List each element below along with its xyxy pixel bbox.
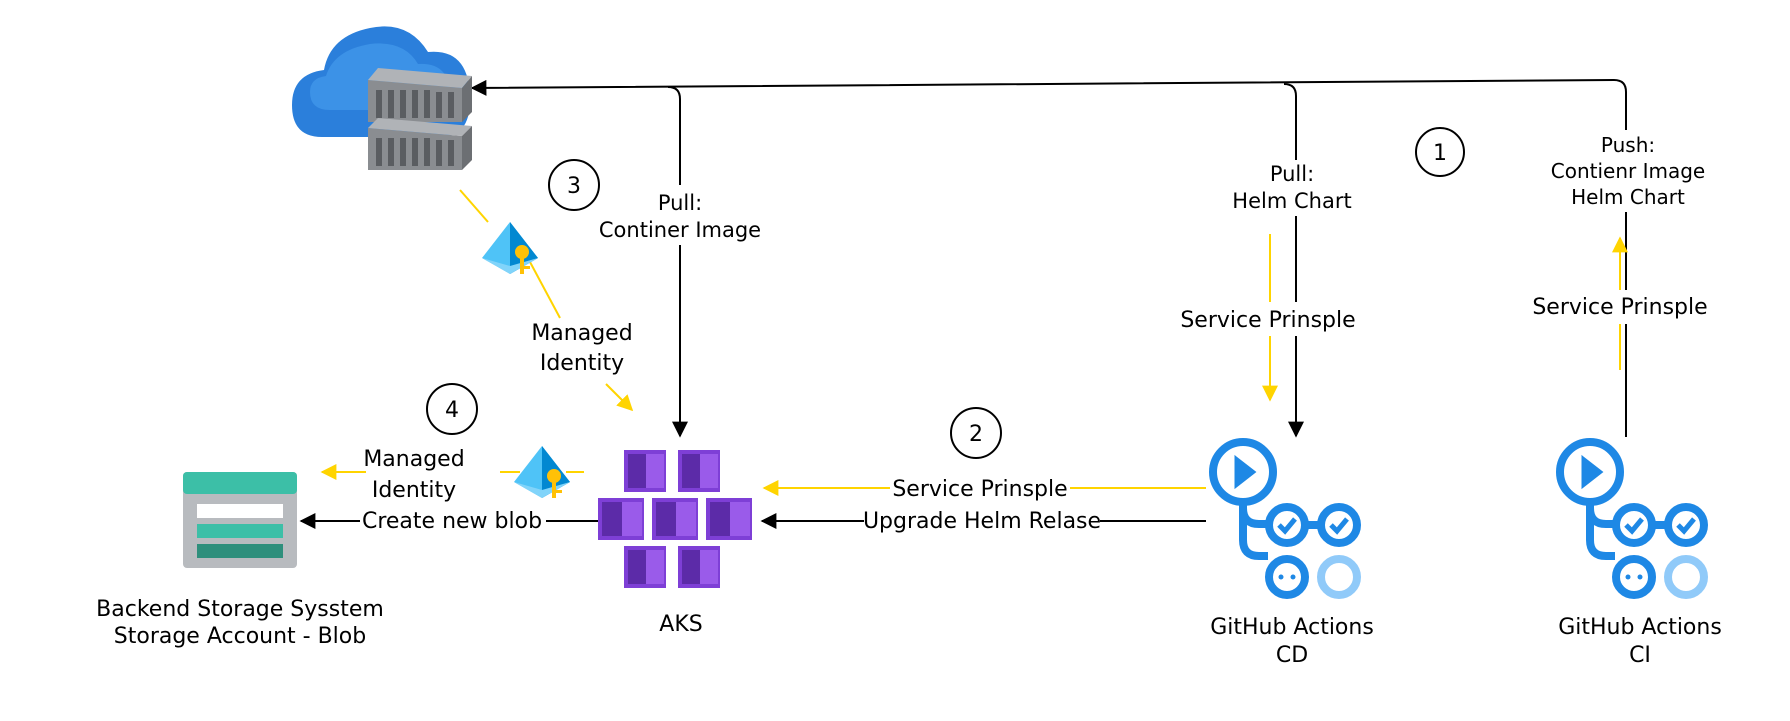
storage-account-icon[interactable] (183, 472, 297, 568)
svg-text:4: 4 (445, 398, 459, 423)
push-line (470, 78, 1627, 437)
sp-aks-label: Service Prinsple (892, 477, 1067, 502)
aks-icon[interactable] (598, 450, 752, 588)
sp-cd-label: Service Prinsple (1180, 308, 1355, 333)
mi-acr-label-1: Managed (531, 321, 632, 346)
svg-text:1: 1 (1433, 141, 1447, 166)
gh-cd-label-2: CD (1276, 643, 1308, 668)
managed-identity-icon-storage (514, 446, 570, 498)
container-registry-icon[interactable] (292, 26, 472, 170)
cube (706, 498, 752, 540)
mi-storage-label-2: Identity (372, 478, 456, 503)
gh-ci-label-2: CI (1629, 643, 1651, 668)
pull-image-line (667, 86, 688, 438)
cube (624, 546, 666, 588)
mi-storage-label-1: Managed (363, 447, 464, 472)
aks-label: AKS (659, 612, 702, 637)
sp-ci-label: Service Prinsple (1532, 295, 1707, 320)
mi-acr-line-c (605, 383, 634, 412)
cube (624, 450, 666, 492)
cube (678, 450, 720, 492)
upgrade-label: Upgrade Helm Relase (863, 509, 1101, 534)
mi-acr-label-2: Identity (540, 351, 624, 376)
pull-chart-line (1283, 83, 1304, 438)
step-markers: 1 2 3 4 (426, 127, 1465, 459)
svg-text:2: 2 (969, 422, 983, 447)
edge-labels: Pull: Continer Image Pull: Helm Chart Pu… (360, 130, 1714, 538)
managed-identity-icon-acr (482, 222, 538, 274)
create-blob-label: Create new blob (362, 509, 542, 534)
github-actions-icon-ci[interactable] (1556, 438, 1708, 599)
github-actions-icon-cd[interactable] (1209, 438, 1361, 599)
push-label-3: Helm Chart (1571, 185, 1685, 209)
container-block-top (368, 68, 472, 122)
pull-image-label-2: Continer Image (599, 218, 761, 242)
container-block-bottom (368, 118, 472, 170)
pull-image-label-1: Pull: (658, 191, 702, 215)
mi-acr-line-a (459, 189, 489, 223)
push-label-2: Contienr Image (1551, 159, 1705, 183)
pull-chart-label-1: Pull: (1270, 162, 1314, 186)
svg-text:3: 3 (567, 174, 581, 199)
push-label-1: Push: (1601, 133, 1655, 157)
step-2: 2 (950, 407, 1002, 459)
cube (678, 546, 720, 588)
storage-label-2: Storage Account - Blob (114, 624, 366, 649)
step-1: 1 (1415, 127, 1465, 177)
mi-acr-line-b (529, 261, 561, 319)
cube (652, 498, 698, 540)
step-3: 3 (548, 159, 600, 211)
cube (598, 498, 644, 540)
pull-chart-label-2: Helm Chart (1232, 189, 1351, 213)
storage-label-1: Backend Storage Sysstem (96, 597, 384, 622)
step-4: 4 (426, 383, 478, 435)
gh-cd-label-1: GitHub Actions (1210, 615, 1374, 640)
gh-ci-label-1: GitHub Actions (1558, 615, 1722, 640)
